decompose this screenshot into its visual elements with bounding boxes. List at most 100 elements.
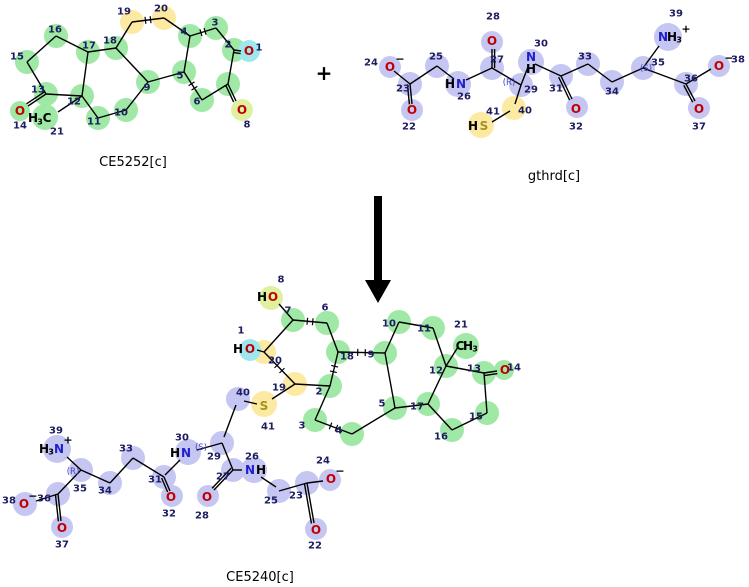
bond <box>685 83 696 102</box>
bond-double-line <box>211 467 232 489</box>
bond <box>394 403 429 409</box>
atom-label: O <box>19 497 29 511</box>
bond-tick <box>311 318 314 326</box>
bond <box>132 457 165 478</box>
atom-number: 39 <box>49 426 63 437</box>
stereo-label: (S) <box>640 64 652 74</box>
atom-number: 28 <box>486 12 500 23</box>
bond <box>80 469 111 484</box>
bond <box>337 351 386 354</box>
bond <box>314 419 353 435</box>
bond <box>263 319 294 353</box>
atom-highlight <box>566 96 588 118</box>
bond <box>271 383 296 400</box>
bond <box>213 469 234 491</box>
bond <box>520 66 529 86</box>
bond <box>45 93 83 97</box>
bond <box>445 365 485 374</box>
bond <box>35 493 59 502</box>
molecule-name-ce5252: CE5252[c] <box>99 155 167 170</box>
atom-number: 26 <box>457 92 471 103</box>
atom-number: 40 <box>236 388 250 399</box>
atom-highlight <box>494 360 514 380</box>
bond <box>292 319 328 324</box>
atom-number: 16 <box>48 25 62 36</box>
atom-label: O <box>500 363 510 377</box>
atom-number: 7 <box>285 306 292 317</box>
bond <box>483 370 498 374</box>
atom-highlight <box>518 49 544 75</box>
atom-label: H <box>468 119 478 133</box>
bond <box>427 365 447 405</box>
atom-label: S <box>480 119 489 133</box>
bond-tick <box>203 27 207 35</box>
bond <box>384 321 400 354</box>
atom-number: 3 <box>212 18 219 29</box>
atom-label: H <box>170 446 180 460</box>
atom-number: 24 <box>364 58 378 69</box>
bond-tick <box>199 29 203 37</box>
atom-number: 36 <box>684 74 698 85</box>
atom-label: H <box>445 77 455 91</box>
charge-label: − <box>28 490 37 503</box>
plus-sign: + <box>316 61 333 85</box>
bond <box>201 83 229 101</box>
atom-label: O <box>407 103 417 117</box>
atom-number: 14 <box>507 363 521 374</box>
bond <box>189 27 217 37</box>
atom-number: 30 <box>534 39 548 50</box>
atom-number: 37 <box>692 122 706 133</box>
bond <box>57 95 83 113</box>
bond <box>115 21 133 49</box>
stereo-label: (R) <box>67 467 80 477</box>
atom-number: 2 <box>225 40 232 51</box>
bond <box>221 442 234 471</box>
atom-highlight <box>51 516 73 538</box>
bond <box>314 385 331 421</box>
atom-number: 25 <box>429 52 443 63</box>
bond <box>243 400 258 405</box>
bond <box>436 65 455 80</box>
atom-number: 17 <box>410 402 424 413</box>
atom-highlight <box>401 99 423 121</box>
atom-label: 3 <box>37 118 43 127</box>
atom-highlight <box>239 339 261 361</box>
atom-label: H <box>256 463 266 477</box>
atom-number: 34 <box>605 87 619 98</box>
atom-label: H <box>463 339 473 353</box>
atom-number: 23 <box>396 84 410 95</box>
charge-label: + <box>63 434 72 447</box>
atom-number: 30 <box>175 433 189 444</box>
charge-label: − <box>335 465 344 478</box>
bond <box>306 482 315 524</box>
atom-number: 35 <box>651 58 665 69</box>
atom-label: O <box>571 102 581 116</box>
bond <box>278 303 294 321</box>
atom-highlight <box>481 31 503 53</box>
bond-tick <box>328 422 333 430</box>
atom-label: N <box>526 50 536 64</box>
atom-number: 9 <box>368 350 375 361</box>
atom-label: O <box>385 60 395 74</box>
atom-number: 24 <box>316 456 330 467</box>
bond <box>163 476 171 492</box>
atom-number: 16 <box>434 432 448 443</box>
bond <box>642 67 687 85</box>
bond <box>196 442 223 451</box>
charge-label: − <box>724 52 733 65</box>
atom-number: 10 <box>382 319 396 330</box>
bond <box>109 457 134 484</box>
atom-number: 29 <box>207 452 221 463</box>
bond <box>97 109 127 119</box>
atom-number: 35 <box>73 484 87 495</box>
atom-number: 22 <box>402 122 416 133</box>
atom-number: 15 <box>469 412 483 423</box>
atom-label: O <box>268 290 278 304</box>
bond-double-line <box>26 91 45 105</box>
bond-double-line <box>484 372 498 377</box>
atom-number: 14 <box>13 121 27 132</box>
charge-label: − <box>395 53 404 66</box>
